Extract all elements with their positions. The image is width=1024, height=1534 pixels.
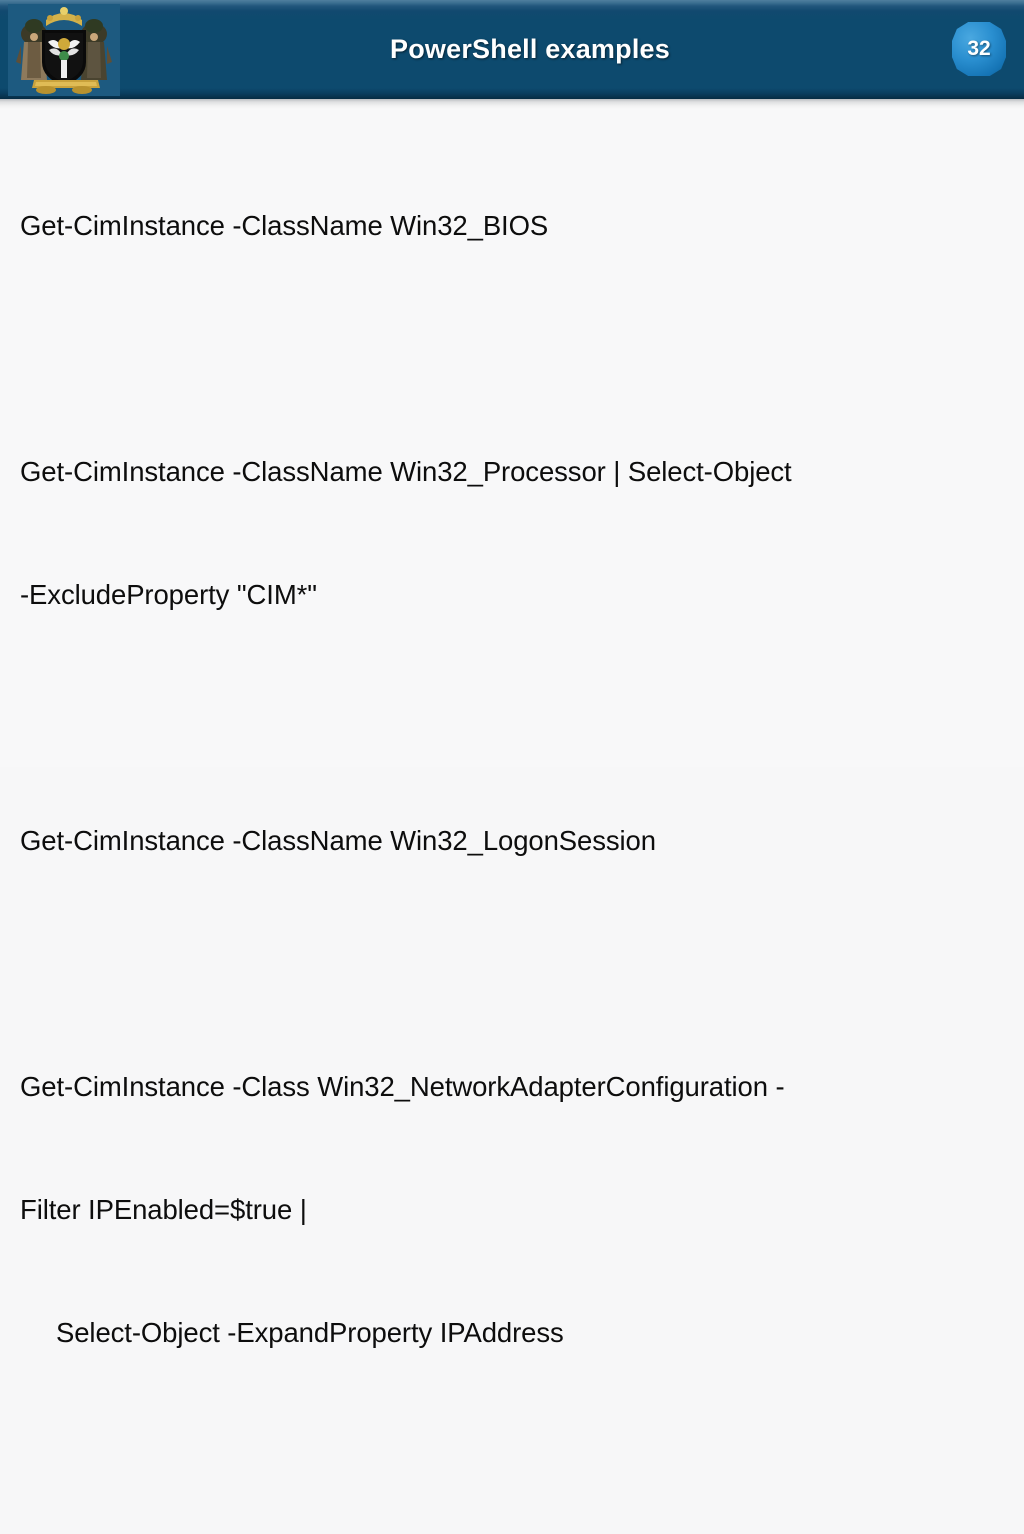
slide-body: Get-CimInstance -ClassName Win32_BIOS Ge… <box>0 109 1024 1348</box>
slide-number-value: 32 <box>967 37 991 60</box>
slide-number-badge: 32 <box>952 22 1006 76</box>
code-block: Get-CimInstance -ClassName Win32_LogonSe… <box>20 738 1000 943</box>
code-line: -ExcludeProperty "CIM*" <box>20 579 317 610</box>
code-block: Get-CimInstance -ClassName Win32_Process… <box>20 369 1000 697</box>
code-block: Get-CimInstance -Class Win32_NetworkAdap… <box>20 984 1000 1435</box>
page-title: PowerShell examples <box>390 34 670 64</box>
code-line: Get-CimInstance -ClassName Win32_LogonSe… <box>20 825 656 856</box>
code-block: Get-CimInstance -Class Win32_NetworkAdap… <box>20 1476 1000 1534</box>
code-block: Get-CimInstance -ClassName Win32_BIOS <box>20 123 1000 328</box>
code-line-indented: Select-Object -ExpandProperty IPAddress <box>56 1317 564 1348</box>
code-line: Get-CimInstance -ClassName Win32_BIOS <box>20 210 549 241</box>
code-line: Get-CimInstance -ClassName Win32_Process… <box>20 456 792 487</box>
header-underline-divider <box>0 99 1024 109</box>
badge-shape-icon <box>952 22 1006 76</box>
code-line: Filter IPEnabled=$true | <box>20 1194 307 1225</box>
presentation-slide: PowerShell examples 32 Get-CimInstance -… <box>0 0 1024 1348</box>
slide-header-bar: PowerShell examples 32 <box>0 0 1024 99</box>
coat-of-arms-emblem <box>8 4 120 96</box>
code-line: Get-CimInstance -Class Win32_NetworkAdap… <box>20 1071 785 1102</box>
